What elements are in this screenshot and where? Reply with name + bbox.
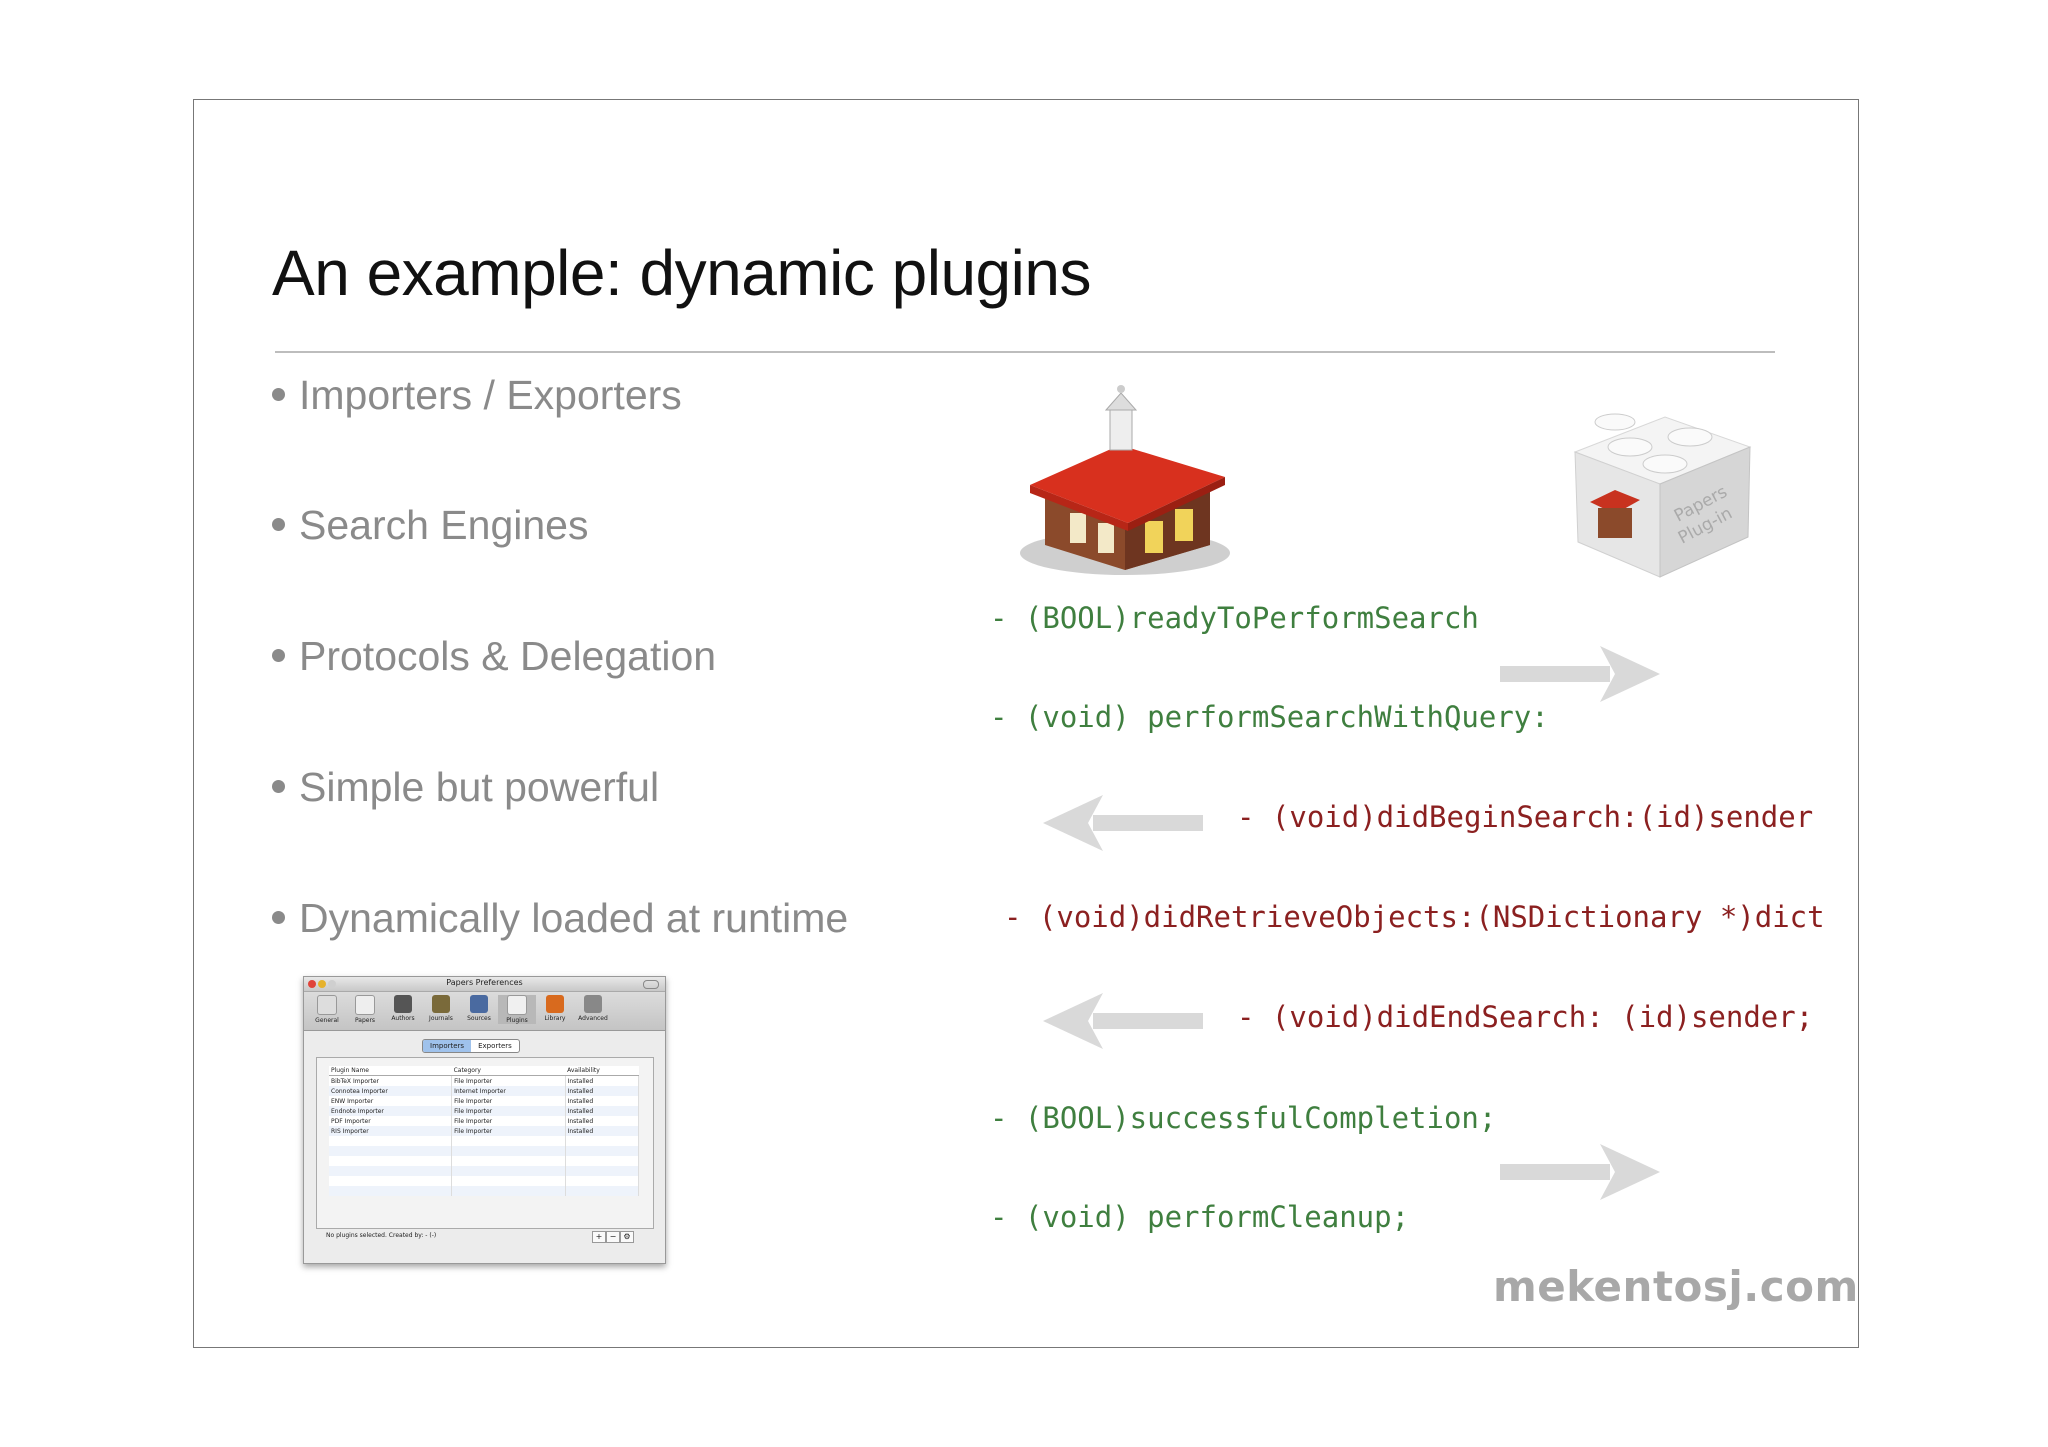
bullet-dot xyxy=(272,517,285,531)
code-line: - (void)didEndSearch: (id)sender; xyxy=(1237,1000,1814,1034)
tab-importers[interactable]: Importers xyxy=(423,1040,472,1052)
plugin-bundle-icon: Papers Plug-in xyxy=(1573,413,1752,578)
advanced-icon xyxy=(584,995,602,1013)
table-row-empty xyxy=(329,1166,640,1176)
library-icon xyxy=(546,995,564,1013)
toolbar-papers[interactable]: Papers xyxy=(346,995,384,1024)
bullet-item: Importers / Exporters xyxy=(272,372,682,419)
toolbar-general[interactable]: General xyxy=(308,995,346,1024)
table-row-empty xyxy=(329,1186,640,1196)
papers-app-icon xyxy=(1020,385,1230,575)
bullet-item: Protocols & Delegation xyxy=(272,633,716,680)
remove-plugin-button[interactable]: − xyxy=(606,1231,620,1243)
tab-exporters[interactable]: Exporters xyxy=(478,1042,512,1050)
papers-preferences-window: Papers Preferences General Papers Author… xyxy=(303,976,666,1264)
arrow-right-icon xyxy=(1500,646,1660,702)
code-line: - (void) performCleanup; xyxy=(990,1200,1410,1234)
plugins-icon xyxy=(507,995,527,1015)
bullet-item: Simple but powerful xyxy=(272,764,659,811)
status-text: No plugins selected. Created by: - (-) xyxy=(326,1232,437,1239)
toolbar-library[interactable]: Library xyxy=(536,995,574,1022)
journals-icon xyxy=(432,995,450,1013)
table-row-empty xyxy=(329,1156,640,1166)
code-line: - (void) performSearchWithQuery: xyxy=(990,700,1549,734)
bullet-dot xyxy=(272,648,285,662)
column-header[interactable]: Availability xyxy=(565,1066,639,1076)
prefs-toolbar: General Papers Authors Journals Sources … xyxy=(304,992,665,1031)
action-gear-button[interactable]: ⚙ xyxy=(620,1231,634,1243)
plugins-panel: Plugin Name Category Availability BibTeX… xyxy=(316,1057,654,1229)
toolbar-plugins[interactable]: Plugins xyxy=(498,995,536,1024)
arrow-right-icon xyxy=(1500,1144,1660,1200)
authors-icon xyxy=(394,995,412,1013)
bullet-item: Search Engines xyxy=(272,502,588,549)
arrow-left-icon xyxy=(1043,795,1203,851)
code-line: - (BOOL)readyToPerformSearch xyxy=(990,601,1479,635)
title-divider xyxy=(275,351,1775,353)
bullet-item: Dynamically loaded at runtime xyxy=(272,895,848,942)
column-header[interactable]: Category xyxy=(451,1066,566,1076)
minimize-icon[interactable] xyxy=(318,980,326,988)
bullet-dot xyxy=(272,387,285,401)
toolbar-journals[interactable]: Journals xyxy=(422,995,460,1022)
importers-exporters-segmented: Importers Exporters xyxy=(422,1039,520,1053)
papers-icon xyxy=(355,995,375,1015)
bullet-dot xyxy=(272,779,285,793)
watermark-logo: mekentosj.com xyxy=(1493,1262,1859,1311)
add-plugin-button[interactable]: + xyxy=(592,1231,606,1243)
toolbar-authors[interactable]: Authors xyxy=(384,995,422,1022)
slide-title: An example: dynamic plugins xyxy=(272,237,1091,309)
window-title: Papers Preferences xyxy=(446,978,523,987)
plugin-buttons: + − ⚙ xyxy=(592,1231,634,1243)
column-header[interactable]: Plugin Name xyxy=(329,1066,452,1076)
arrow-left-icon xyxy=(1043,993,1203,1049)
table-row-empty xyxy=(329,1136,640,1146)
zoom-icon[interactable] xyxy=(328,980,336,988)
toolbar-toggle-button[interactable] xyxy=(643,980,659,989)
general-icon xyxy=(317,995,337,1015)
code-line: - (BOOL)successfulCompletion; xyxy=(990,1101,1497,1135)
code-line: - (void)didRetrieveObjects:(NSDictionary… xyxy=(1004,900,1825,934)
table-row-empty xyxy=(329,1176,640,1186)
close-icon[interactable] xyxy=(308,980,316,988)
window-titlebar: Papers Preferences xyxy=(304,977,665,992)
toolbar-sources[interactable]: Sources xyxy=(460,995,498,1022)
plugins-table: Plugin Name Category Availability BibTeX… xyxy=(329,1066,640,1196)
sources-icon xyxy=(470,995,488,1013)
table-row-empty xyxy=(329,1146,640,1156)
bullet-dot xyxy=(272,910,285,924)
code-line: - (void)didBeginSearch:(id)sender xyxy=(1237,800,1814,834)
toolbar-advanced[interactable]: Advanced xyxy=(574,995,612,1022)
